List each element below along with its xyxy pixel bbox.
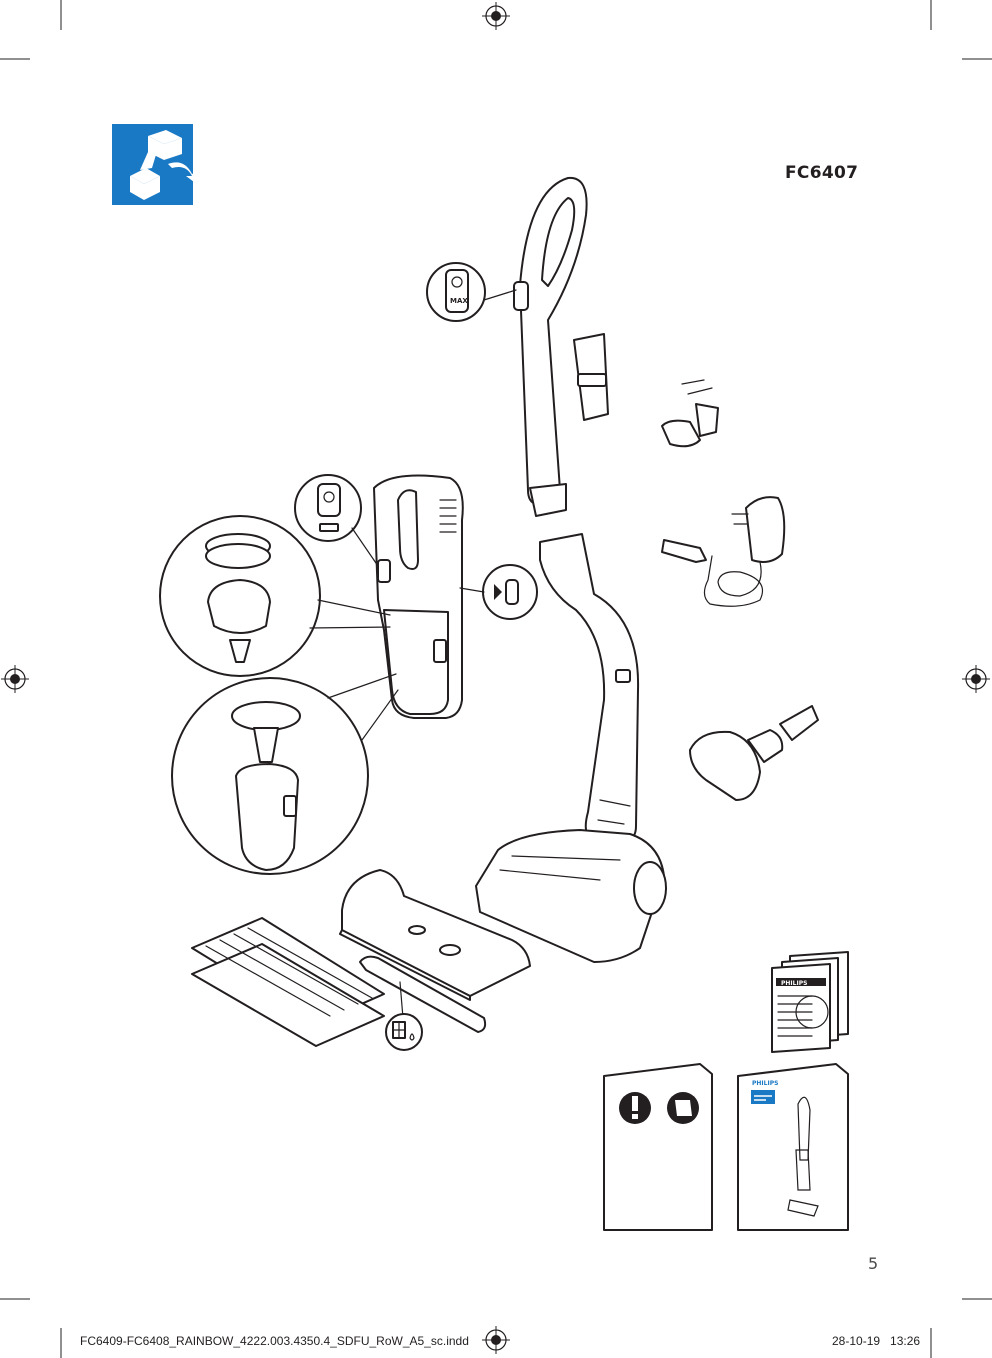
power-button-callout: MAX — [426, 262, 517, 322]
print-date: 28-10-19 13:26 — [832, 1334, 921, 1348]
turbo-brush — [689, 705, 819, 801]
unboxing-icon — [112, 124, 198, 205]
svg-text:PHILIPS: PHILIPS — [781, 980, 807, 987]
crosshair-icon — [482, 1326, 510, 1354]
mop-pads — [191, 917, 385, 1047]
charging-base — [339, 869, 531, 1001]
page-number: 5 — [868, 1254, 879, 1273]
warranty-leaflet: PHILIPS — [771, 951, 849, 1053]
vacuum-handle — [513, 176, 588, 517]
charger — [661, 496, 786, 607]
svg-text:PHILIPS: PHILIPS — [752, 1080, 778, 1087]
release-button-callout — [459, 564, 538, 620]
safety-booklet — [603, 1063, 713, 1231]
handheld-vacuum — [373, 474, 464, 719]
model-code: FC6407 — [785, 163, 859, 183]
filter-detail-circle — [159, 515, 391, 677]
vacuum-main-body — [475, 533, 667, 963]
crosshair-icon — [1, 665, 29, 693]
dust-container-detail-circle — [171, 673, 399, 875]
max-label: MAX — [450, 297, 468, 305]
handheld-power-callout — [294, 474, 379, 567]
crosshair-icon — [962, 665, 990, 693]
wall-bracket — [573, 333, 719, 448]
user-manual: PHILIPS — [737, 1063, 849, 1231]
file-name: FC6409-FC6408_RAINBOW_4222.003.4350.4_SD… — [80, 1334, 469, 1348]
wet-pad-icon — [385, 1013, 423, 1051]
crosshair-icon — [482, 2, 510, 30]
